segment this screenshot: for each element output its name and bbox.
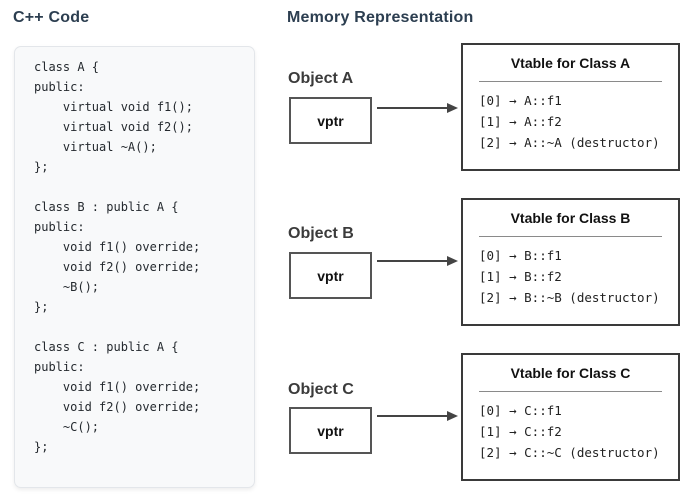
vtable-entry: [1] → B::f2 [479, 269, 562, 284]
object-c-vptr-box: vptr [289, 407, 372, 454]
vtable-entry: [1] → A::f2 [479, 114, 562, 129]
vtable-entries: [0] → C::f1 [1] → C::f2 [2] → C::~C (des… [479, 400, 662, 463]
vtable-entry: [0] → B::f1 [479, 248, 562, 263]
arrow-right-connector [377, 103, 458, 113]
object-a-vptr-box: vptr [289, 97, 372, 144]
arrow-right-connector [377, 256, 458, 266]
object-b-label: Object B [288, 225, 354, 242]
vtable-title: Vtable for Class A [479, 55, 662, 82]
vptr-label: vptr [317, 267, 344, 284]
vtable-title: Vtable for Class B [479, 210, 662, 237]
object-b-vptr-box: vptr [289, 252, 372, 299]
object-a-label: Object A [288, 70, 354, 87]
vptr-label: vptr [317, 422, 344, 439]
vtable-entry: [0] → C::f1 [479, 403, 562, 418]
vtable-entry: [0] → A::f1 [479, 93, 562, 108]
memory-representation-heading: Memory Representation [287, 9, 474, 26]
vtable-entry: [2] → A::~A (destructor) [479, 135, 660, 150]
vtable-box-class-a: Vtable for Class A [0] → A::f1 [1] → A::… [461, 43, 680, 171]
vtable-entry: [2] → C::~C (destructor) [479, 445, 660, 460]
cpp-code-panel: class A { public: virtual void f1(); vir… [14, 46, 255, 488]
vtable-entry: [1] → C::f2 [479, 424, 562, 439]
arrow-right-connector [377, 411, 458, 421]
vtable-entry: [2] → B::~B (destructor) [479, 290, 660, 305]
vtable-box-class-c: Vtable for Class C [0] → C::f1 [1] → C::… [461, 353, 680, 481]
object-c-label: Object C [288, 381, 354, 398]
vtable-entries: [0] → A::f1 [1] → A::f2 [2] → A::~A (des… [479, 90, 662, 153]
vtable-entries: [0] → B::f1 [1] → B::f2 [2] → B::~B (des… [479, 245, 662, 308]
vptr-label: vptr [317, 112, 344, 129]
vtable-box-class-b: Vtable for Class B [0] → B::f1 [1] → B::… [461, 198, 680, 326]
cpp-code-heading: C++ Code [13, 9, 90, 26]
cpp-code-listing: class A { public: virtual void f1(); vir… [34, 60, 201, 454]
vtable-title: Vtable for Class C [479, 365, 662, 392]
